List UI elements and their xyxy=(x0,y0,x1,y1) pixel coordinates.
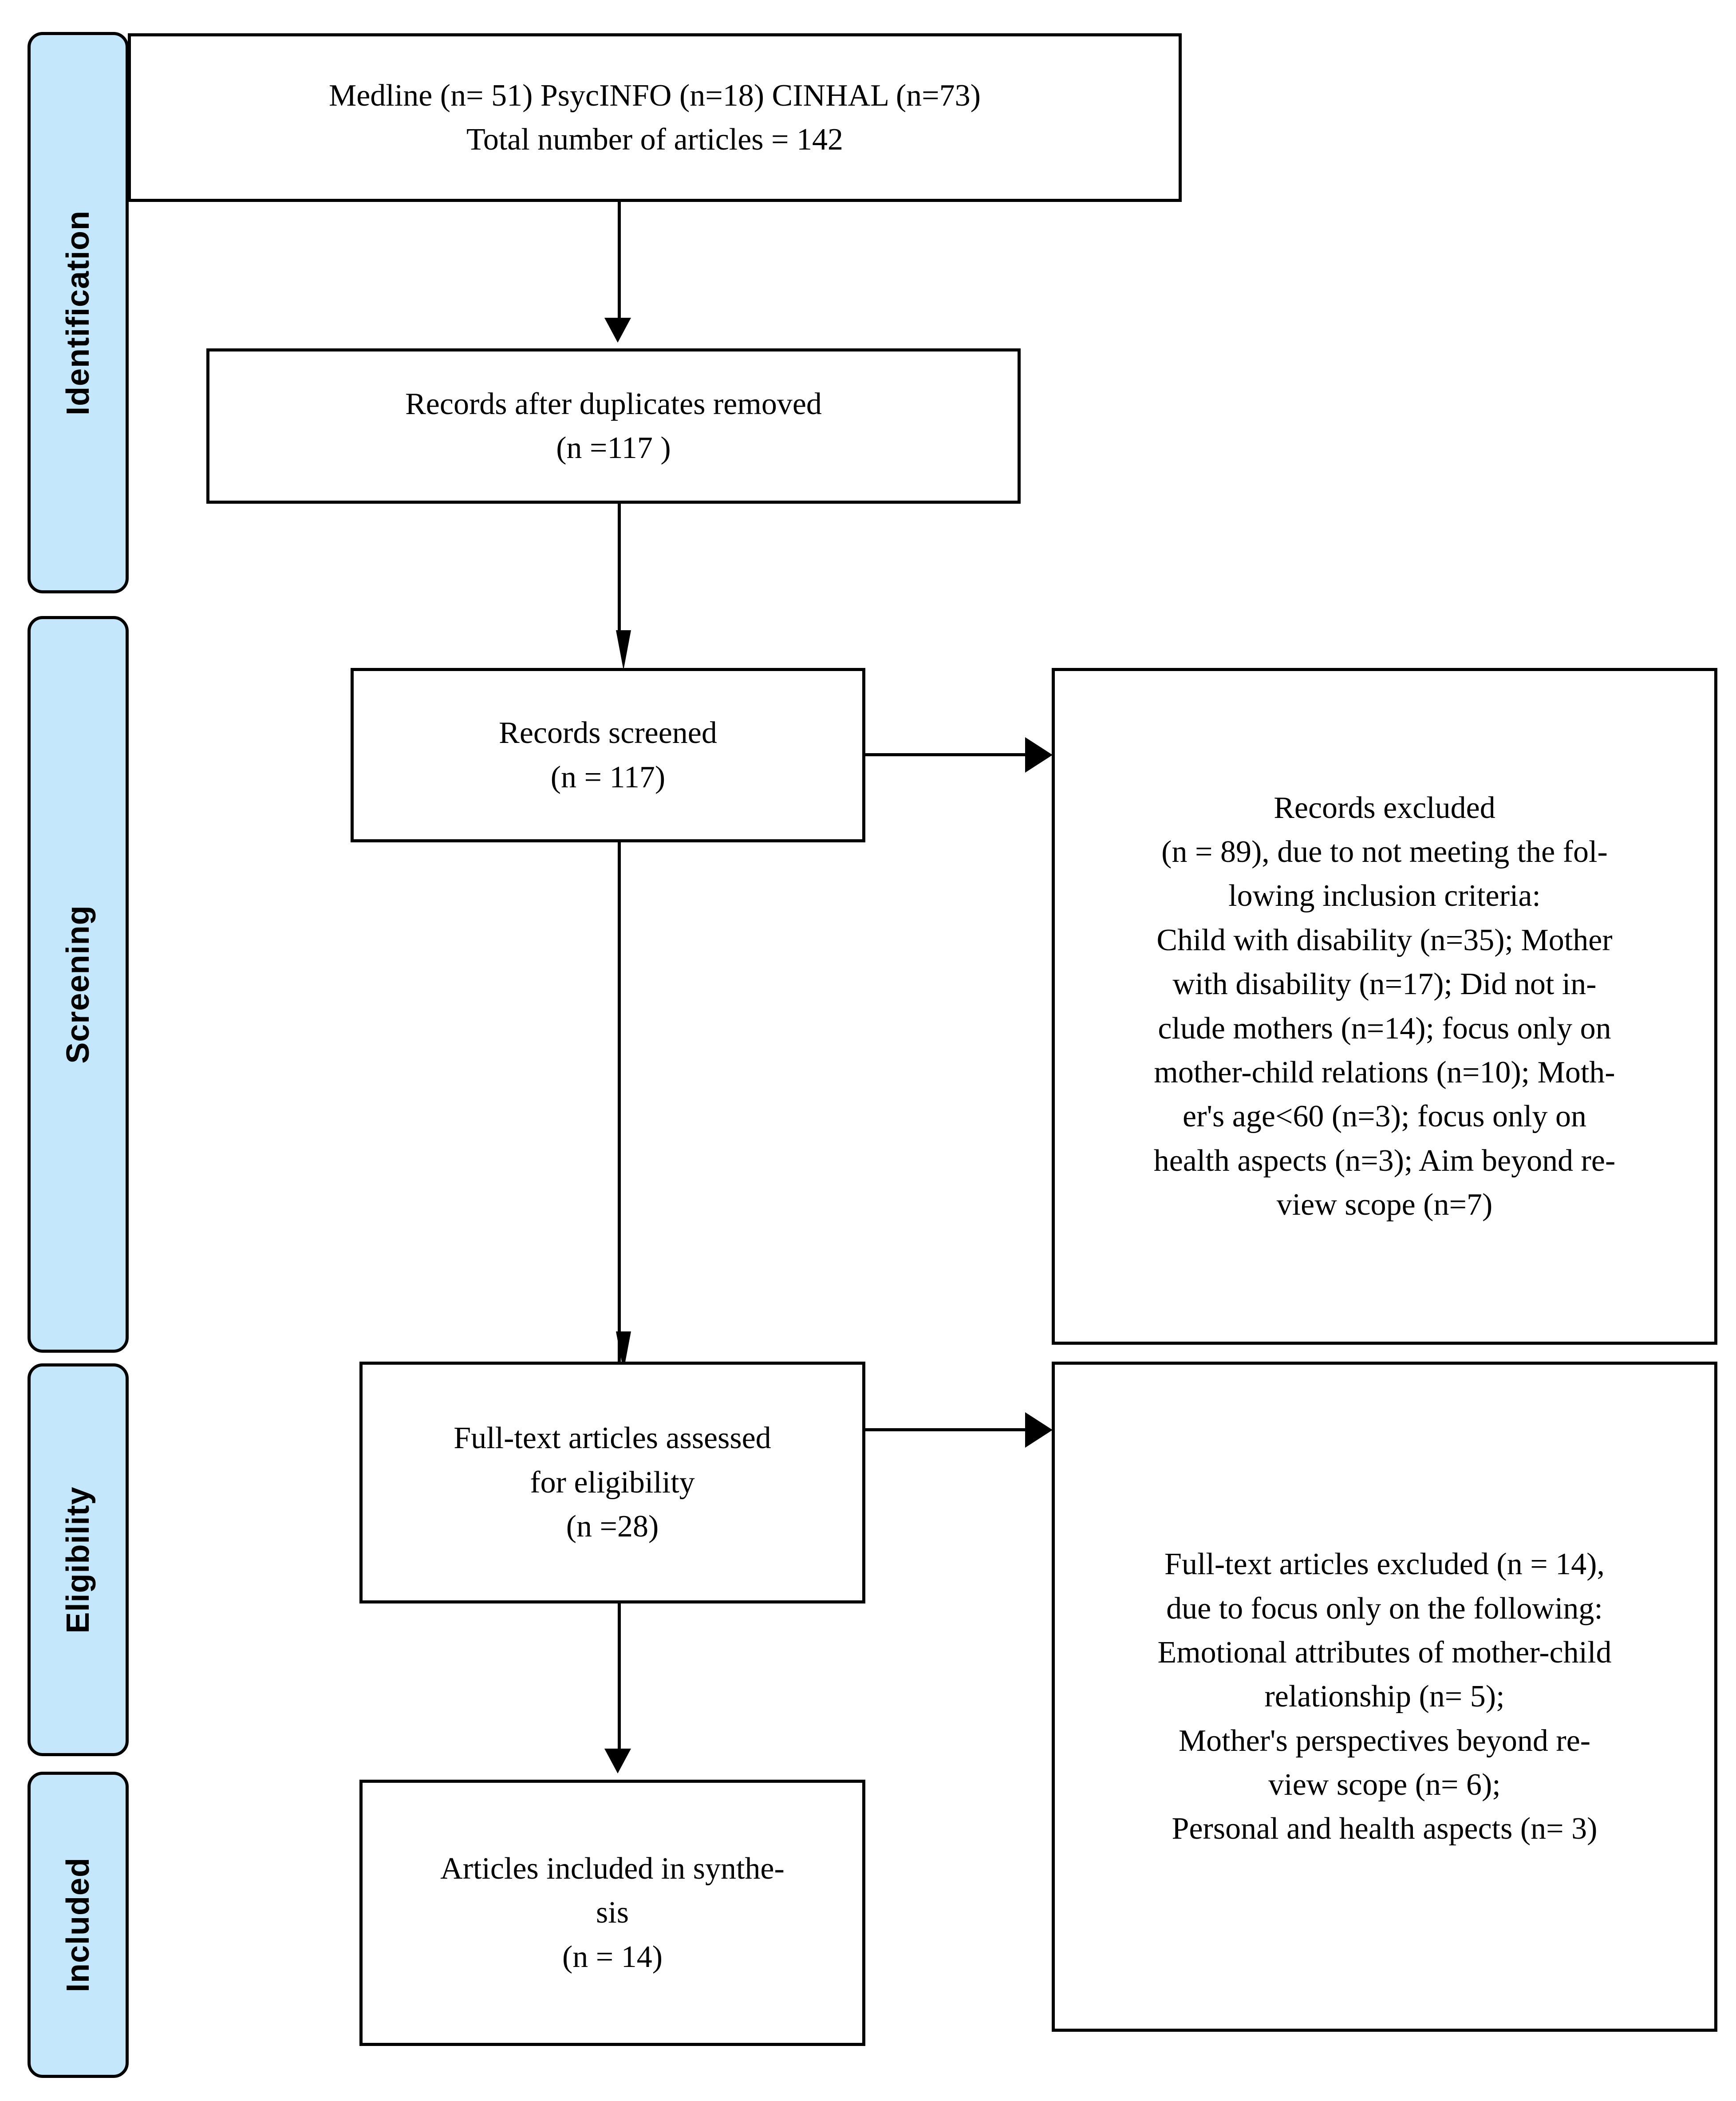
records-excluded-line-2: (n = 89), due to not meeting the fol- xyxy=(1161,834,1608,869)
fulltext-excluded-line-3: Emotional attributes of mother-child xyxy=(1157,1635,1612,1670)
box-identification-sources: Medline (n= 51) PsycINFO (n=18) CINHAL (… xyxy=(128,33,1182,202)
fulltext-excluded-line-2: due to focus only on the following: xyxy=(1166,1591,1603,1626)
stage-included: Included xyxy=(28,1772,129,2078)
articles-included-line-2: sis xyxy=(596,1896,629,1930)
arrow-fulltext-to-excluded xyxy=(1025,1412,1053,1448)
identification-sources-line-1: Medline (n= 51) PsycINFO (n=18) CINHAL (… xyxy=(329,78,981,113)
stage-eligibility-label: Eligibility xyxy=(60,1486,96,1634)
records-excluded-line-4: Child with disability (n=35); Mother xyxy=(1156,923,1613,957)
records-screened-line-1: Records screened xyxy=(499,716,717,750)
records-excluded-line-6: clude mothers (n=14); focus only on xyxy=(1158,1011,1611,1046)
stage-screening: Screening xyxy=(28,616,129,1353)
box-duplicates-removed: Records after duplicates removed (n =117… xyxy=(206,348,1021,504)
connector-screened-to-excluded xyxy=(865,753,1030,756)
arrow-fulltext-to-included xyxy=(604,1749,631,1773)
stage-identification: Identification xyxy=(28,32,129,593)
stage-included-label: Included xyxy=(60,1857,96,1993)
stage-eligibility: Eligibility xyxy=(28,1363,129,1756)
articles-included-line-1: Articles included in synthe- xyxy=(440,1851,785,1886)
connector-sources-to-duplicates xyxy=(618,202,621,320)
connector-duplicates-to-screened xyxy=(618,504,621,632)
arrow-sources-to-duplicates xyxy=(604,318,631,343)
fulltext-assessed-line-3: (n =28) xyxy=(566,1509,659,1544)
records-excluded-line-10: view scope (n=7) xyxy=(1276,1188,1493,1222)
articles-included-line-3: (n = 14) xyxy=(562,1939,663,1974)
box-records-excluded: Records excluded (n = 89), due to not me… xyxy=(1052,668,1717,1345)
fulltext-assessed-line-1: Full-text articles assessed xyxy=(454,1421,771,1456)
box-articles-included: Articles included in synthe- sis (n = 14… xyxy=(359,1780,865,2046)
fulltext-excluded-line-7: Personal and health aspects (n= 3) xyxy=(1172,1812,1598,1846)
records-excluded-line-3: lowing inclusion criteria: xyxy=(1228,879,1541,913)
connector-screened-to-fulltext xyxy=(618,842,621,1375)
box-records-screened: Records screened (n = 117) xyxy=(351,668,865,842)
records-excluded-line-9: health aspects (n=3); Aim beyond re- xyxy=(1153,1143,1616,1178)
arrow-duplicates-to-screened xyxy=(616,630,631,670)
connector-fulltext-to-included xyxy=(618,1603,621,1750)
records-excluded-line-5: with disability (n=17); Did not in- xyxy=(1172,967,1597,1002)
duplicates-removed-line-2: (n =117 ) xyxy=(556,431,671,465)
fulltext-excluded-line-1: Full-text articles excluded (n = 14), xyxy=(1164,1547,1605,1582)
stage-screening-label: Screening xyxy=(60,905,96,1064)
stage-identification-label: Identification xyxy=(60,210,96,415)
records-excluded-line-8: er's age<60 (n=3); focus only on xyxy=(1183,1099,1586,1134)
duplicates-removed-line-1: Records after duplicates removed xyxy=(405,387,822,421)
identification-sources-line-2: Total number of articles = 142 xyxy=(466,122,844,157)
fulltext-excluded-line-5: Mother's perspectives beyond re- xyxy=(1178,1723,1591,1758)
records-screened-line-2: (n = 117) xyxy=(550,760,666,794)
fulltext-excluded-line-4: relationship (n= 5); xyxy=(1264,1679,1505,1714)
box-fulltext-assessed: Full-text articles assessed for eligibil… xyxy=(359,1362,865,1603)
records-excluded-line-7: mother-child relations (n=10); Moth- xyxy=(1154,1055,1615,1090)
arrow-screened-to-excluded xyxy=(1025,737,1053,773)
records-excluded-line-1: Records excluded xyxy=(1274,790,1495,825)
fulltext-assessed-line-2: for eligibility xyxy=(530,1465,695,1500)
connector-fulltext-to-excluded xyxy=(865,1428,1030,1431)
fulltext-excluded-line-6: view scope (n= 6); xyxy=(1268,1768,1501,1802)
box-fulltext-excluded: Full-text articles excluded (n = 14), du… xyxy=(1052,1362,1717,2032)
